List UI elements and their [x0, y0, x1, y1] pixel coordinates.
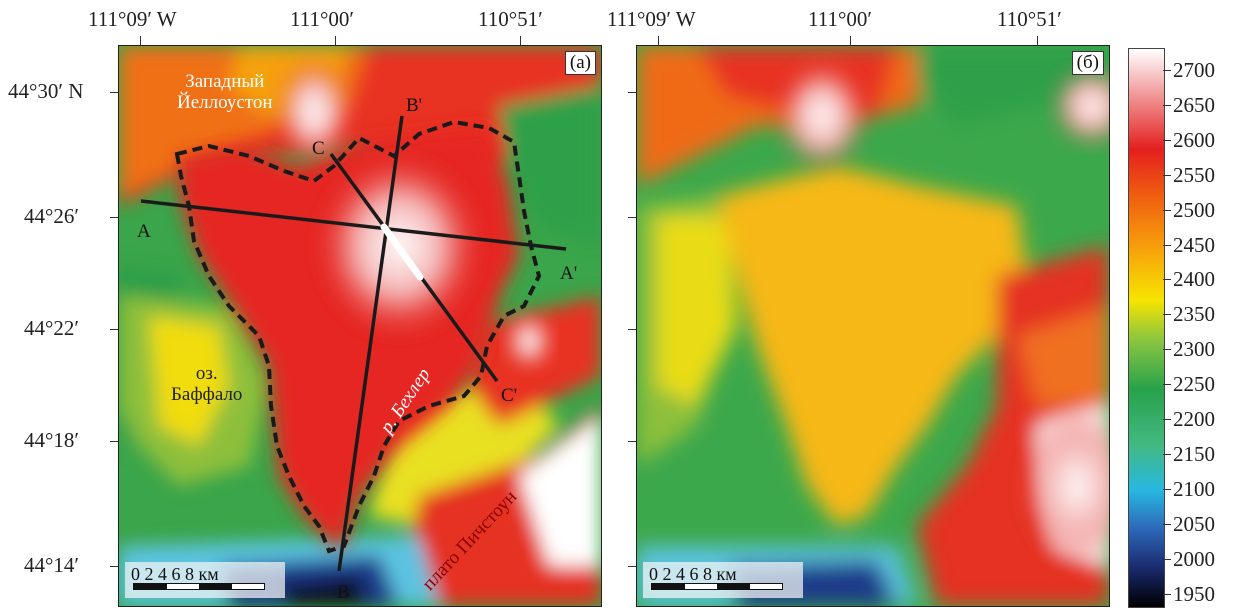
axis-tick [110, 217, 118, 218]
colorbar-tick [1163, 523, 1171, 525]
axis-tick [850, 36, 851, 45]
axis-tick [628, 217, 636, 218]
colorbar-tick-label: 2000 [1173, 546, 1215, 571]
colorbar-tick-label: 2350 [1173, 302, 1215, 327]
colorbar-tick [1163, 244, 1171, 246]
axis-tick [628, 441, 636, 442]
axis-tick [140, 36, 141, 45]
panel-label-a: (a) [564, 51, 596, 75]
scale-bar-label: 0 2 4 6 8 км [649, 564, 737, 584]
scale-bar-graphic [133, 583, 265, 590]
profile-point-a-prime: A' [560, 263, 578, 284]
axis-tick [110, 441, 118, 442]
colorbar-tick-label: 2150 [1173, 441, 1215, 466]
colorbar-tick-label: 2250 [1173, 372, 1215, 397]
colorbar-tick [1163, 593, 1171, 595]
place-label-west-yellowstone: Западный Йеллоустон [177, 71, 273, 114]
profile-point-c-prime: C' [501, 385, 518, 406]
colorbar-tick [1163, 70, 1171, 71]
top-axis-label: 110°51′ [997, 7, 1062, 31]
colorbar-tick [1163, 349, 1171, 351]
place-label-line: Западный [185, 71, 265, 92]
colorbar-tick-label: 2550 [1173, 162, 1215, 187]
panel-label-b: (б) [1071, 51, 1104, 75]
left-axis-label: 44°22′ [24, 316, 79, 340]
colorbar-tick-label: 1950 [1173, 581, 1215, 606]
axis-tick [628, 566, 636, 567]
colorbar-tick-label: 2500 [1173, 197, 1215, 222]
colorbar-tick [1163, 279, 1171, 281]
axis-tick [110, 329, 118, 330]
colorbar-tick-label: 2650 [1173, 92, 1215, 117]
scale-bar-label: 0 2 4 6 8 км [131, 564, 219, 584]
colorbar-tick-label: 2600 [1173, 127, 1215, 152]
profile-point-a: A [137, 221, 151, 242]
scale-bar: 0 2 4 6 8 км [125, 562, 285, 598]
colorbar-tick [1163, 139, 1171, 141]
scale-bar: 0 2 4 6 8 км [643, 562, 803, 598]
left-axis-label: 44°26′ [24, 204, 79, 228]
scale-bar-graphic [651, 583, 783, 590]
profile-point-b: B [337, 582, 350, 603]
colorbar-tick [1163, 488, 1171, 490]
axis-tick [658, 36, 659, 45]
profile-point-b-prime: B' [406, 95, 423, 116]
left-axis-label: 44°30′ N [8, 79, 84, 103]
colorbar-tick-label: 2050 [1173, 511, 1215, 536]
place-label-line: Йеллоустон [177, 91, 273, 113]
terrain-a [119, 46, 601, 606]
colorbar-tick-label: 2450 [1173, 232, 1215, 257]
colorbar-tick [1163, 384, 1171, 386]
top-axis-label: 111°00′ [290, 7, 354, 31]
colorbar-tick [1163, 419, 1171, 420]
colorbar-tick [1163, 104, 1171, 106]
elevation-map-b[interactable]: (б) 0 2 4 6 8 км [636, 45, 1110, 607]
colorbar-tick [1163, 209, 1171, 211]
left-axis-label: 44°14′ [24, 553, 79, 577]
colorbar-tick-label: 2100 [1173, 476, 1215, 501]
axis-tick [110, 92, 118, 93]
axis-tick [628, 92, 636, 93]
terrain-b [637, 46, 1109, 606]
axis-tick [520, 36, 521, 45]
colorbar-tick [1163, 558, 1171, 560]
place-label-line: Баффало [171, 383, 243, 405]
axis-tick [110, 566, 118, 567]
elevation-colorbar [1128, 48, 1165, 608]
profile-point-c: C [312, 138, 325, 159]
top-axis-label: 111°00′ [808, 7, 872, 31]
colorbar-tick [1163, 314, 1171, 316]
axis-tick [335, 36, 336, 45]
top-axis-label: 111°09′ W [607, 7, 696, 31]
colorbar-tick-label: 2400 [1173, 267, 1215, 292]
elevation-map-a[interactable]: (a) Западный Йеллоустон оз. Баффало р. Б… [118, 45, 602, 607]
place-label-line: оз. [195, 363, 218, 384]
colorbar-tick-label: 2200 [1173, 407, 1215, 431]
colorbar-tick [1163, 453, 1171, 455]
top-axis-label: 111°09′ W [88, 7, 177, 31]
axis-tick [628, 329, 636, 330]
colorbar-tick-label: 2300 [1173, 337, 1215, 362]
left-axis-label: 44°18′ [24, 428, 79, 452]
top-axis-label: 110°51′ [478, 7, 543, 31]
basin-outline [174, 119, 542, 554]
colorbar-tick-label: 2700 [1173, 58, 1215, 82]
axis-tick [1037, 36, 1038, 45]
colorbar-tick [1163, 174, 1171, 176]
place-label-buffalo-lake: оз. Баффало [171, 363, 243, 406]
